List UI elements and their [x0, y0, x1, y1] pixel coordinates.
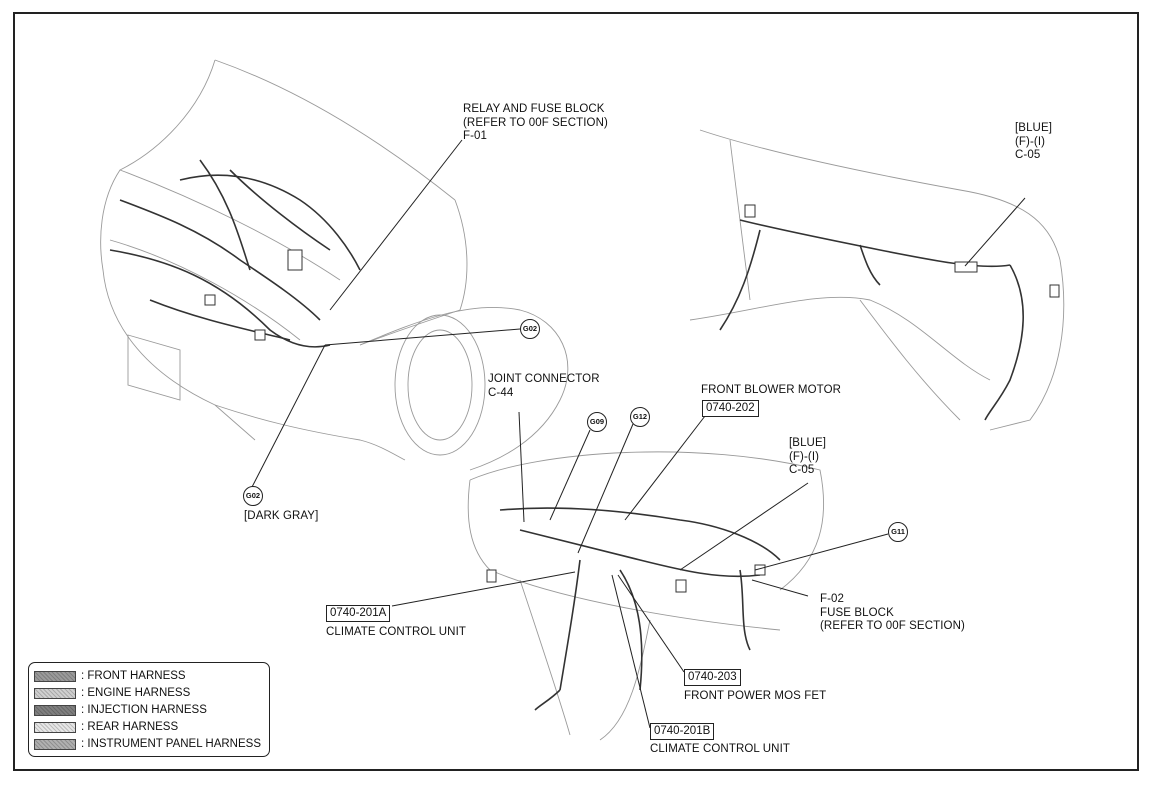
dash-harness-bundle	[739, 219, 1011, 268]
front-power-mosfet-label: FRONT POWER MOS FET	[684, 690, 827, 702]
legend-item: : FRONT HARNESS	[34, 669, 186, 683]
harness-legend: : FRONT HARNESS : ENGINE HARNESS : INJEC…	[28, 662, 270, 757]
climate-control-unit-b-code: 0740-201B	[650, 723, 715, 740]
legend-swatch	[34, 670, 76, 682]
leader-lines	[251, 139, 1026, 729]
license-plate	[127, 334, 181, 401]
ground-g02-lower: G02	[243, 486, 263, 506]
dash-upper-outline	[699, 129, 1061, 261]
legend-label: : INJECTION HARNESS	[81, 704, 207, 716]
panel-harness-bundle	[499, 507, 781, 561]
legend-item: : ENGINE HARNESS	[34, 686, 190, 700]
joint-connector-label: JOINT CONNECTOR C-44	[488, 373, 600, 399]
climate-control-unit-b-label: CLIMATE CONTROL UNIT	[650, 743, 791, 755]
legend-label: : INSTRUMENT PANEL HARNESS	[81, 738, 261, 750]
legend-label: : REAR HARNESS	[81, 721, 179, 733]
legend-item: : INSTRUMENT PANEL HARNESS	[34, 737, 261, 751]
legend-label: : FRONT HARNESS	[81, 670, 186, 682]
ground-g02-upper: G02	[520, 319, 540, 339]
diagram-frame	[13, 12, 1139, 771]
fender-line	[359, 199, 468, 346]
relay-fuse-block-label: RELAY AND FUSE BLOCK (REFER TO 00F SECTI…	[463, 103, 608, 142]
legend-item: : INJECTION HARNESS	[34, 703, 207, 717]
blue-connector-top-label: [BLUE] (F)-(I) C-05	[1015, 122, 1053, 161]
harness-bundles	[109, 159, 1024, 711]
panel-outline	[469, 451, 825, 591]
front-blower-motor-label: FRONT BLOWER MOTOR	[701, 384, 842, 396]
legend-item: : REAR HARNESS	[34, 720, 178, 734]
front-blower-motor-code: 0740-202	[702, 400, 759, 417]
blue-connector-mid-label: [BLUE] (F)-(I) C-05	[789, 437, 827, 476]
dark-gray-label: [DARK GRAY]	[244, 510, 319, 522]
car-hood-outline	[100, 59, 256, 441]
legend-swatch	[34, 704, 76, 716]
windshield-edge	[214, 59, 456, 201]
legend-swatch	[34, 687, 76, 699]
fuse-block-label: F-02 FUSE BLOCK (REFER TO 00F SECTION)	[820, 593, 965, 632]
legend-label: : ENGINE HARNESS	[81, 687, 191, 699]
ground-g09: G09	[587, 412, 607, 432]
climate-control-unit-a-code: 0740-201A	[326, 605, 391, 622]
front-wheel-arch	[394, 314, 486, 456]
legend-swatch	[34, 738, 76, 750]
ground-g11: G11	[888, 522, 908, 542]
front-power-mosfet-code: 0740-203	[684, 669, 741, 686]
climate-control-unit-a-label: CLIMATE CONTROL UNIT	[326, 626, 467, 638]
front-harness-bundle	[109, 249, 331, 348]
legend-swatch	[34, 721, 76, 733]
ground-g12: G12	[630, 407, 650, 427]
